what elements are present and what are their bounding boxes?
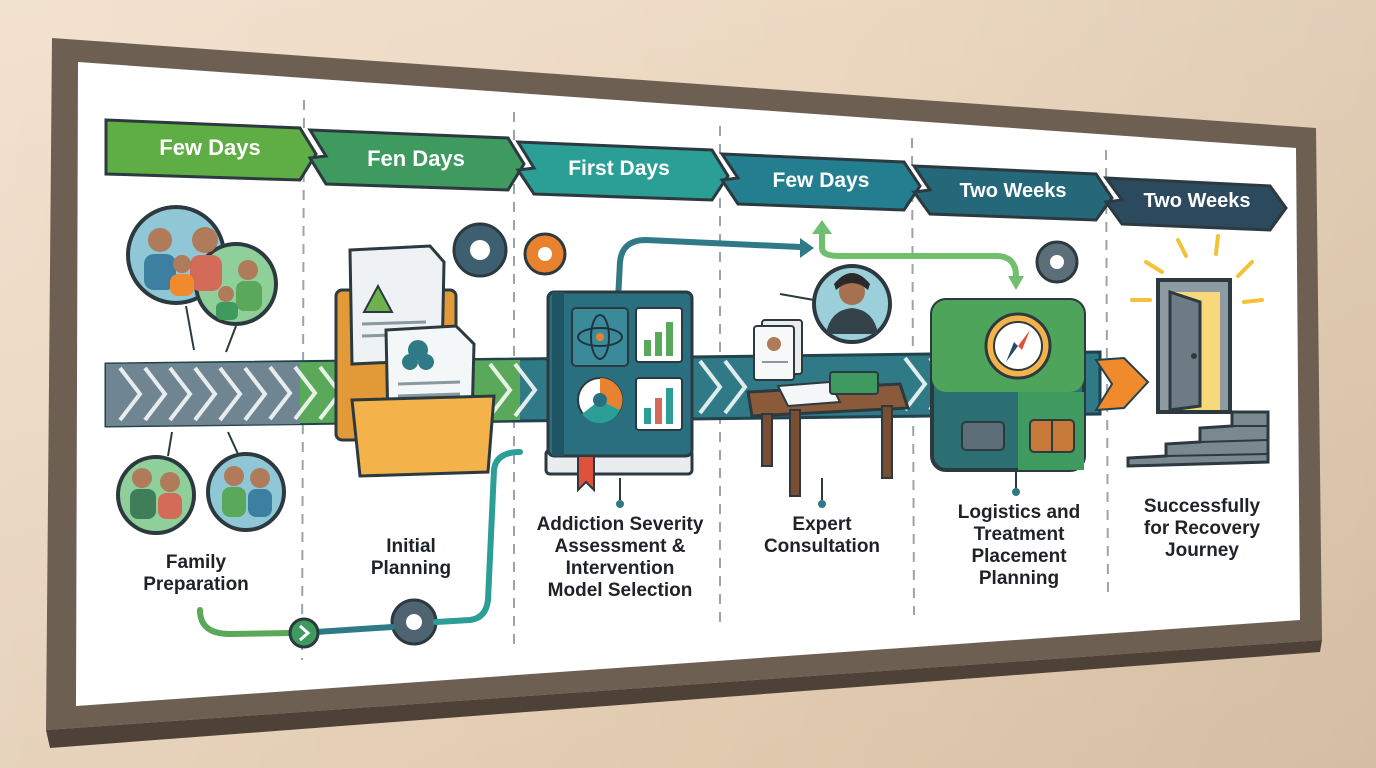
step-expert-consultation: Expert Consultation <box>763 514 881 557</box>
consultant-icon <box>779 264 892 344</box>
gear-icon-small <box>1035 240 1079 284</box>
step-recovery-journey: Successfully for Recovery Journey <box>1143 496 1261 561</box>
phase-2-duration: Fen Days <box>367 146 465 171</box>
phase-1-duration: Few Days <box>159 135 261 160</box>
arrowhead-icon <box>800 238 814 258</box>
stairs-icon <box>1126 410 1270 468</box>
folder-icon <box>334 244 496 478</box>
phase-3-duration: First Days <box>568 157 670 180</box>
travel-case-icon <box>930 298 1086 472</box>
phase-header-row <box>104 118 1288 232</box>
connector-dot-3 <box>1012 488 1020 496</box>
arrowhead-down-icon <box>1008 276 1024 290</box>
phase-6-duration: Two Weeks <box>1143 190 1251 212</box>
phase-header-5 <box>911 164 1114 222</box>
desk-icon <box>746 319 911 497</box>
phase-header-4 <box>719 152 922 212</box>
arrowhead-up-icon <box>812 220 832 234</box>
book-icon <box>544 290 694 493</box>
step-addiction-severity-assessment: Addiction Severity Assessment & Interven… <box>536 514 704 601</box>
phase-header-1 <box>104 118 318 182</box>
step-logistics-treatment-placement: Logistics and Treatment Placement Planni… <box>957 502 1081 589</box>
gear-icon-bottom <box>390 598 438 646</box>
gear-icon <box>452 222 567 278</box>
next-arrow-icon <box>288 617 320 649</box>
family-icon <box>126 205 278 326</box>
flow-connectors <box>197 229 1019 638</box>
phase-4-duration: Few Days <box>772 169 870 192</box>
connector-dot-2 <box>818 500 826 508</box>
phase-5-duration: Two Weeks <box>959 180 1067 202</box>
phase-header-3 <box>515 140 730 202</box>
phase-header-6 <box>1102 176 1288 232</box>
door-icon <box>1130 234 1264 414</box>
phase-header-2 <box>307 128 526 192</box>
step-initial-planning: Initial Planning <box>370 536 452 579</box>
step-family-preparation: Family Preparation <box>143 552 249 595</box>
timeline-arrowhead <box>1094 356 1150 412</box>
family-icon-lower <box>116 452 286 535</box>
connector-dot <box>616 500 624 508</box>
next-arrow-glyph <box>299 624 311 642</box>
family-connectors <box>167 305 239 457</box>
